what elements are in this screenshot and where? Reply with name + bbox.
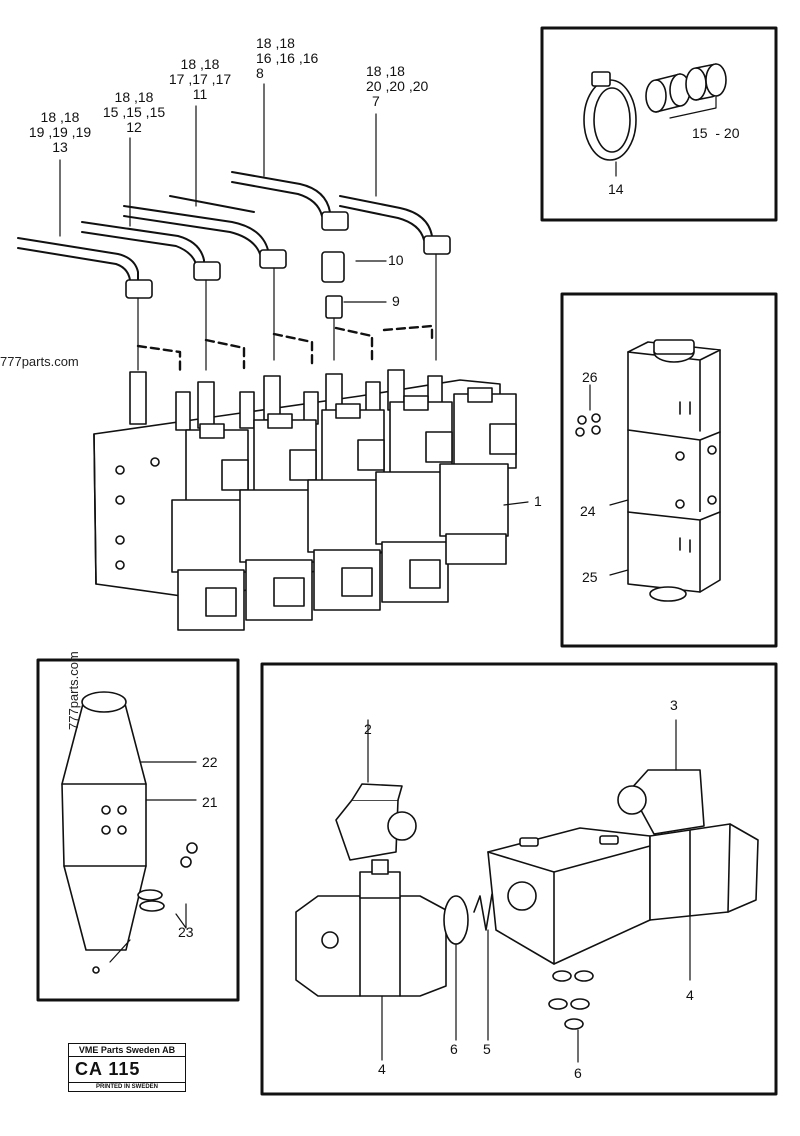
watermark-horizontal: 777parts.com xyxy=(0,354,79,369)
callout-7-line3: 7 xyxy=(372,93,380,109)
callout-12: 18 ,18 15 ,15 ,15 12 xyxy=(98,90,170,135)
inset-frame-hose-clamp xyxy=(540,26,778,222)
vertical-leaders xyxy=(137,253,437,371)
callout-7: 18 ,18 20 ,20 ,20 7 xyxy=(366,64,446,109)
inset-frame-solenoid-right xyxy=(560,292,778,648)
callout-8-line3: 8 xyxy=(256,65,264,81)
callout-3: 3 xyxy=(670,697,678,713)
callout-10: 10 xyxy=(388,252,404,268)
callout-13-line1: 18 ,18 xyxy=(40,109,80,125)
callout-8-line1: 18 ,18 xyxy=(256,35,295,51)
callout-21: 21 xyxy=(202,794,218,810)
callout-4-left: 4 xyxy=(378,1061,386,1077)
callout-12-line3: 12 xyxy=(126,119,142,135)
callout-2: 2 xyxy=(364,721,372,737)
callout-12-line2: 15 ,15 ,15 xyxy=(102,104,166,120)
inset-frame-valve-exploded xyxy=(260,662,778,1096)
watermark-vertical: 777parts.com xyxy=(66,651,81,730)
callout-14: 14 xyxy=(608,181,624,197)
valve-exploded-drawing xyxy=(295,719,759,1063)
callout-11-line3: 11 xyxy=(192,86,208,102)
callout-13-line3: 13 xyxy=(52,139,68,155)
port-nipples xyxy=(129,369,443,431)
callout-22: 22 xyxy=(202,754,218,770)
hoses xyxy=(17,171,433,285)
callout-8: 18 ,18 16 ,16 ,16 8 xyxy=(250,36,330,81)
stamp-header: VME Parts Sweden AB xyxy=(69,1044,185,1057)
callout-15-20: 15 - 20 xyxy=(692,125,740,141)
stamp-code: CA 115 xyxy=(75,1059,141,1079)
callout-26: 26 xyxy=(582,369,598,385)
callout-12-line1: 18 ,18 xyxy=(114,89,154,105)
callout-6-bottom: 6 xyxy=(574,1065,582,1081)
callout-5: 5 xyxy=(483,1041,491,1057)
callout-24: 24 xyxy=(580,503,596,519)
callout-23: 23 xyxy=(178,924,194,940)
catalog-stamp: VME Parts Sweden AB CA 115 PRINTED IN SW… xyxy=(68,1043,186,1092)
callout-11-line2: 17 ,17 ,17 xyxy=(168,71,232,87)
inset-frame-solenoid-left xyxy=(36,658,240,1002)
leader-lines-main xyxy=(59,83,529,506)
callout-9: 9 xyxy=(392,293,400,309)
callout-7-line1: 18 ,18 xyxy=(366,63,405,79)
callout-11: 18 ,18 17 ,17 ,17 11 xyxy=(164,57,236,102)
callout-11-line1: 18 ,18 xyxy=(180,56,220,72)
callout-13: 18 ,18 19 ,19 ,19 13 xyxy=(28,110,92,155)
connection-dashes xyxy=(136,324,434,374)
stamp-footer: PRINTED IN SWEDEN xyxy=(69,1082,185,1091)
callout-25: 25 xyxy=(582,569,598,585)
callout-6-left: 6 xyxy=(450,1041,458,1057)
callout-4-right: 4 xyxy=(686,987,694,1003)
callout-1: 1 xyxy=(534,493,542,509)
callout-7-line2: 20 ,20 ,20 xyxy=(366,78,429,94)
solenoid-stack xyxy=(171,387,517,631)
callout-13-line2: 19 ,19 ,19 xyxy=(28,124,92,140)
solenoid-left-drawing xyxy=(61,691,198,974)
callout-8-line2: 16 ,16 ,16 xyxy=(256,50,319,66)
solenoid-right-drawing xyxy=(575,339,721,602)
hose-clamp-drawing xyxy=(583,63,727,177)
hose-end-fittings xyxy=(125,211,451,319)
